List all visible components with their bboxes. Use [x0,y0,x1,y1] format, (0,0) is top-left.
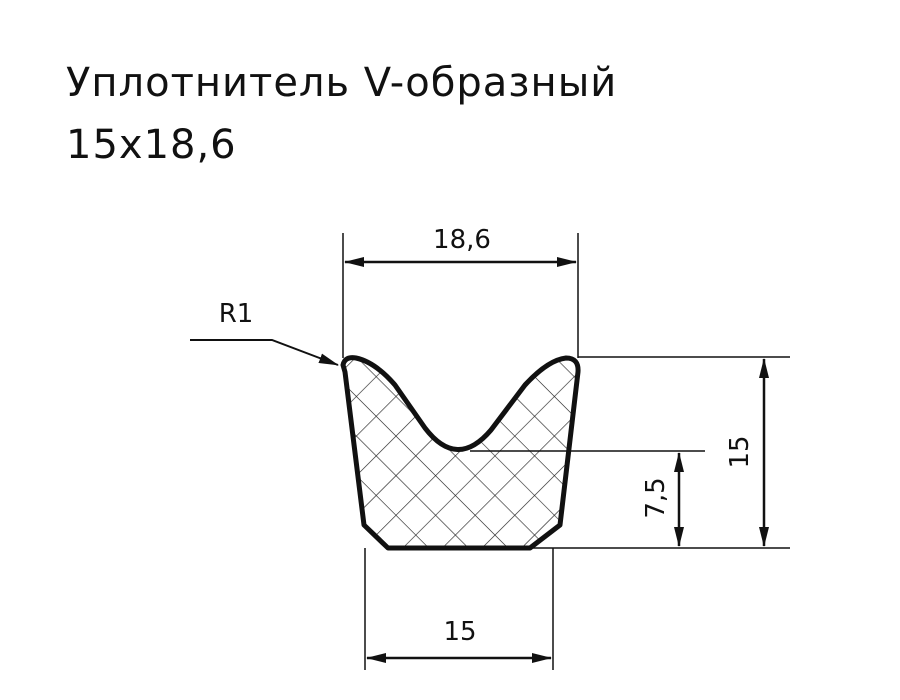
radius-leader-line [190,339,339,366]
drawing-title-line-1: Уплотнитель V-образный [66,60,618,106]
dim-text-radius: R1 [219,299,254,329]
dim-text-height-total: 15 [725,435,755,468]
dim-text-bottom-width: 15 [443,617,476,647]
dim-text-height-notch: 7,5 [641,477,671,518]
dim-text-top-width: 18,6 [433,225,491,255]
seal-profile [340,355,581,551]
drawing-title-line-2: 15x18,6 [66,122,237,168]
